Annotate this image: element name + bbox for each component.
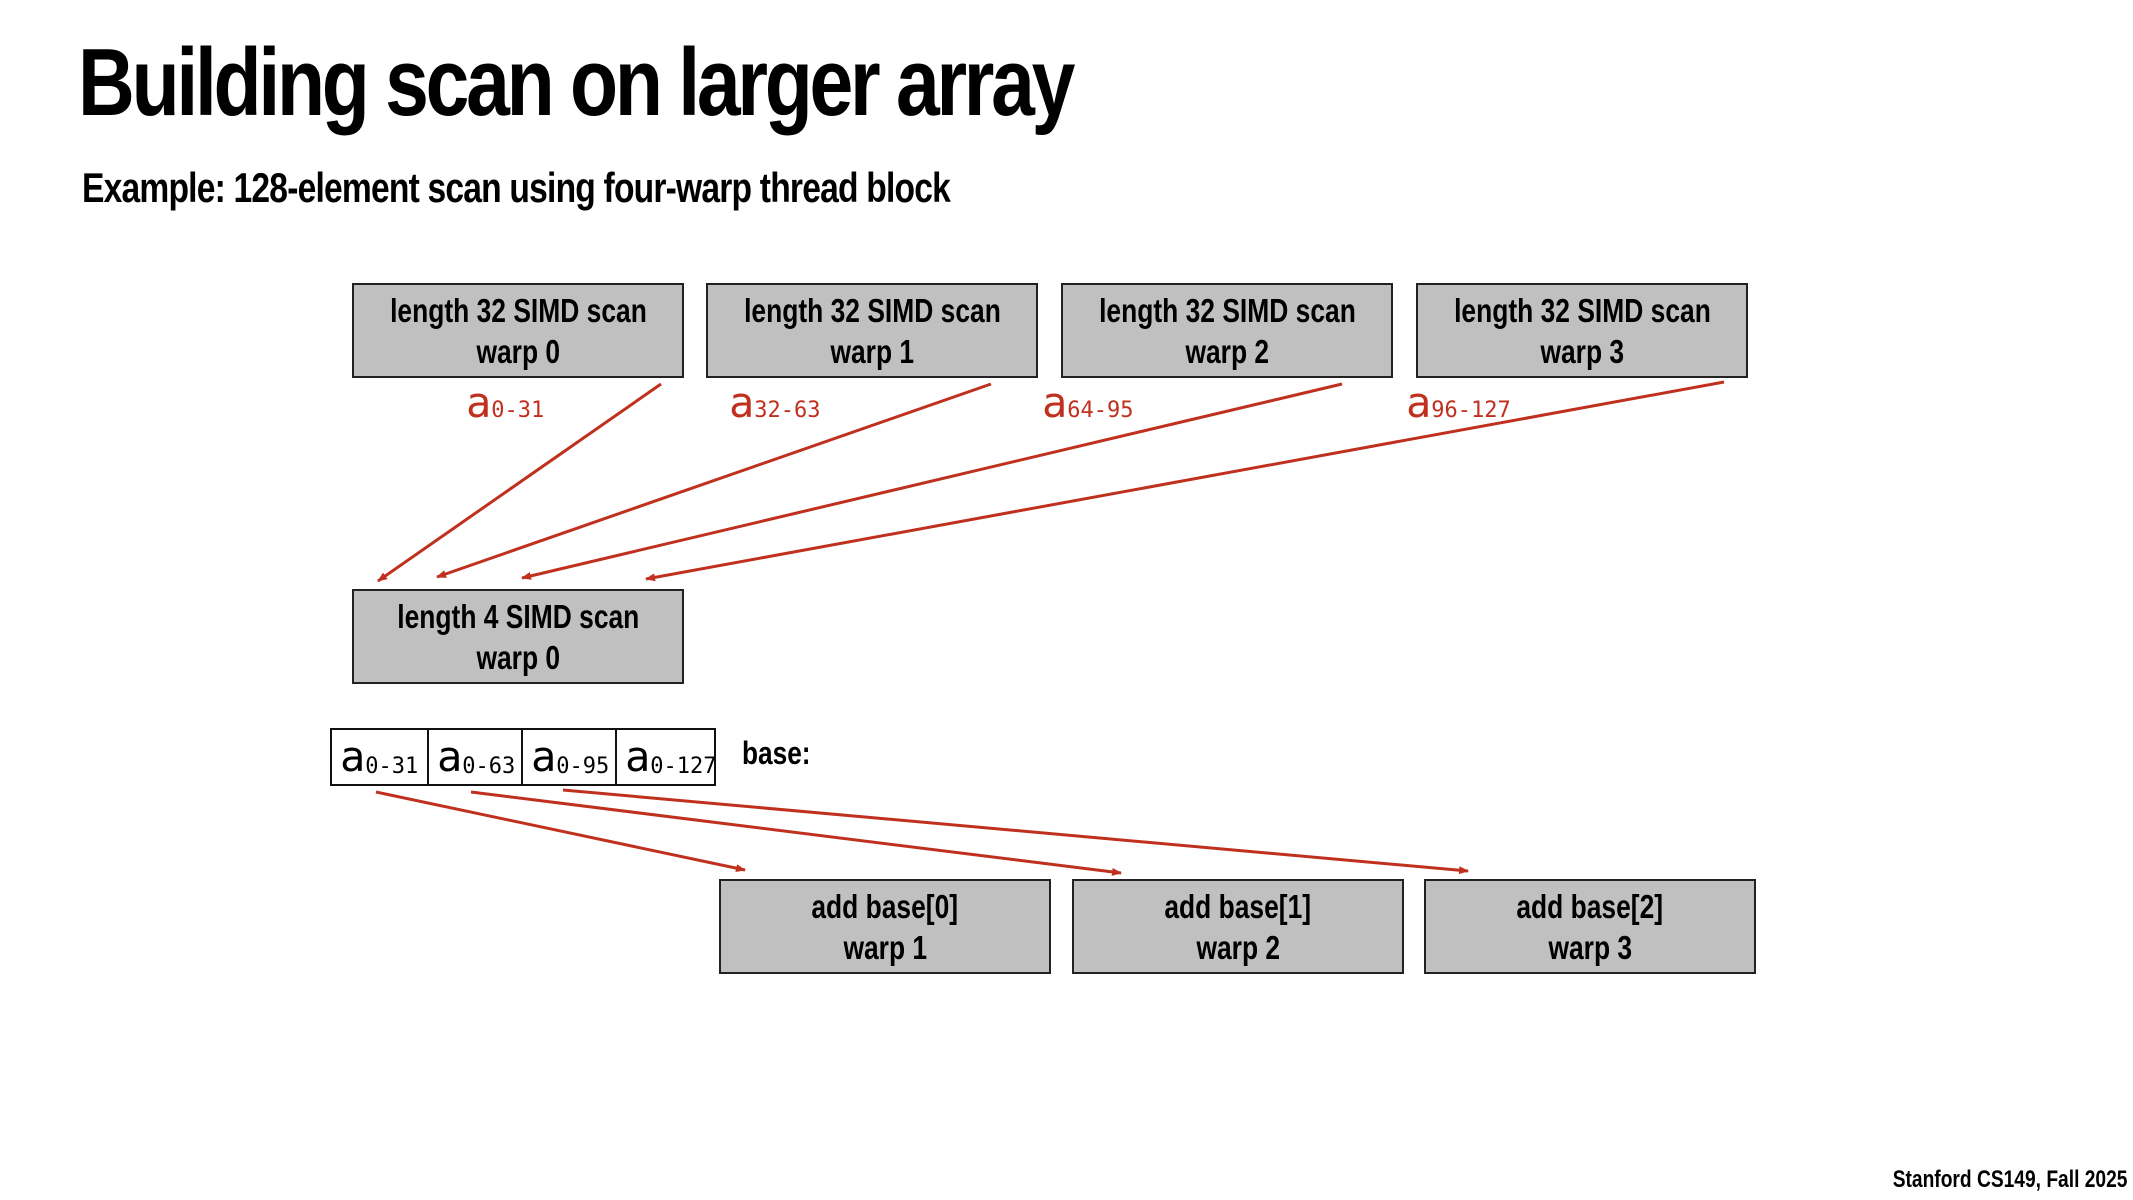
cell-subscript: 0-127 <box>650 754 717 779</box>
arrow-warp3-to-scan4 <box>645 380 1725 582</box>
box-line1: add base[1] <box>1164 887 1312 925</box>
label-subscript: 0-31 <box>491 398 545 423</box>
label-a: a <box>466 378 492 427</box>
box-line2: warp 1 <box>830 332 914 370</box>
box-line1: add base[2] <box>1516 887 1664 925</box>
partial-sum-label: a64-95 <box>1042 378 1134 427</box>
add-base0-box: add base[0] warp 1 <box>719 879 1051 974</box>
box-line2: warp 3 <box>1548 928 1632 966</box>
length4-scan-box: length 4 SIMD scan warp 0 <box>352 589 684 684</box>
partial-sum-label: a32-63 <box>729 378 821 427</box>
box-line2: warp 0 <box>476 332 560 370</box>
label-a: a <box>1406 378 1432 427</box>
cell-subscript: 0-63 <box>462 754 516 779</box>
arrow-base2-to-add2 <box>562 788 1469 875</box>
box-line2: warp 3 <box>1540 332 1624 370</box>
box-line2: warp 2 <box>1185 332 1269 370</box>
add-base1-box: add base[1] warp 2 <box>1072 879 1404 974</box>
warp0-scan-box: length 32 SIMD scan warp 0 <box>352 283 684 378</box>
cell-subscript: 0-95 <box>556 754 610 779</box>
partial-sum-label: a96-127 <box>1406 378 1511 427</box>
page-title: Building scan on larger array <box>78 29 1075 136</box>
box-line2: warp 1 <box>843 928 927 966</box>
cell-subscript: 0-31 <box>365 754 419 779</box>
box-line1: length 32 SIMD scan <box>1453 291 1711 329</box>
box-line2: warp 0 <box>476 638 560 676</box>
arrow-warp1-to-scan4 <box>436 382 992 579</box>
box-line1: length 32 SIMD scan <box>743 291 1001 329</box>
box-line1: length 32 SIMD scan <box>389 291 647 329</box>
arrow-warp2-to-scan4 <box>521 382 1343 580</box>
cell-a: a <box>531 732 557 781</box>
warp3-scan-box: length 32 SIMD scan warp 3 <box>1416 283 1748 378</box>
label-subscript: 32-63 <box>754 398 821 423</box>
cell-a: a <box>340 732 366 781</box>
box-line1: length 4 SIMD scan <box>396 597 640 635</box>
cell-a: a <box>625 732 651 781</box>
box-line1: add base[0] <box>811 887 959 925</box>
arrow-warp0-to-scan4 <box>377 382 662 583</box>
label-a: a <box>729 378 755 427</box>
arrow-base0-to-add0 <box>375 790 746 873</box>
label-subscript: 64-95 <box>1067 398 1134 423</box>
warp2-scan-box: length 32 SIMD scan warp 2 <box>1061 283 1393 378</box>
label-a: a <box>1042 378 1068 427</box>
partial-sum-label: a0-31 <box>466 378 544 427</box>
label-subscript: 96-127 <box>1431 398 1511 423</box>
footer-credit: Stanford CS149, Fall 2025 <box>1892 1166 2127 1193</box>
box-line2: warp 2 <box>1196 928 1280 966</box>
warp1-scan-box: length 32 SIMD scan warp 1 <box>706 283 1038 378</box>
base-label: base: <box>742 735 811 771</box>
box-line1: length 32 SIMD scan <box>1098 291 1356 329</box>
arrow-base1-to-add1 <box>470 790 1122 876</box>
add-base2-box: add base[2] warp 3 <box>1424 879 1756 974</box>
cell-a: a <box>437 732 463 781</box>
page-subtitle: Example: 128-element scan using four-war… <box>82 164 951 211</box>
